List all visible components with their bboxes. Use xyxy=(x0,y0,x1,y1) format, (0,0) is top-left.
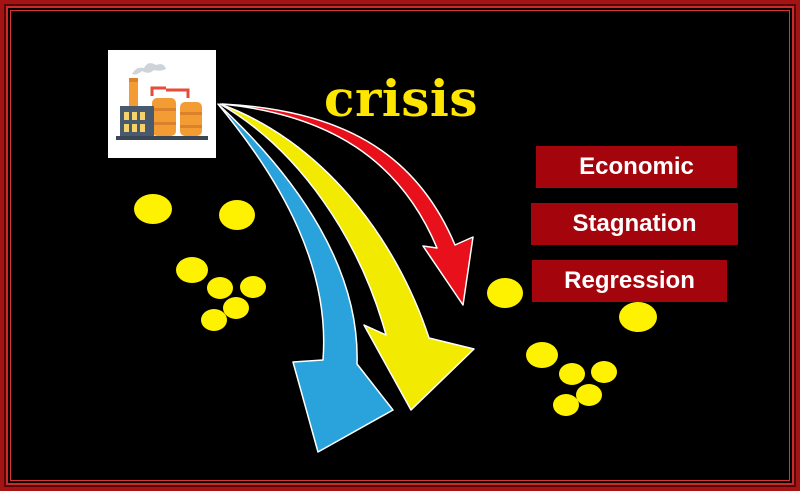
crisis-title: crisis xyxy=(324,69,479,128)
coin-icon xyxy=(176,257,208,283)
coin-icon xyxy=(240,276,266,298)
red-arrow xyxy=(221,103,474,306)
coin-icon xyxy=(576,384,602,406)
coin-icon xyxy=(487,278,523,308)
coin-icon xyxy=(134,194,172,224)
factory-card xyxy=(108,50,216,158)
coin-icon xyxy=(553,394,579,416)
coin-icon xyxy=(219,200,255,230)
frame-inner-border xyxy=(10,10,790,481)
blue-arrow xyxy=(217,103,394,453)
coin-icon xyxy=(207,277,233,299)
coins-right xyxy=(487,278,657,416)
label-regression: Regression xyxy=(532,260,727,302)
coin-icon xyxy=(619,302,657,332)
yellow-arrow xyxy=(219,103,475,411)
coin-icon xyxy=(559,363,585,385)
coin-icon xyxy=(223,297,249,319)
label-economic: Economic xyxy=(536,146,737,188)
coins-left xyxy=(134,194,266,331)
coin-icon xyxy=(591,361,617,383)
label-stagnation: Stagnation xyxy=(531,203,738,245)
coin-icon xyxy=(526,342,558,368)
factory-icon xyxy=(116,63,208,140)
coin-icon xyxy=(201,309,227,331)
